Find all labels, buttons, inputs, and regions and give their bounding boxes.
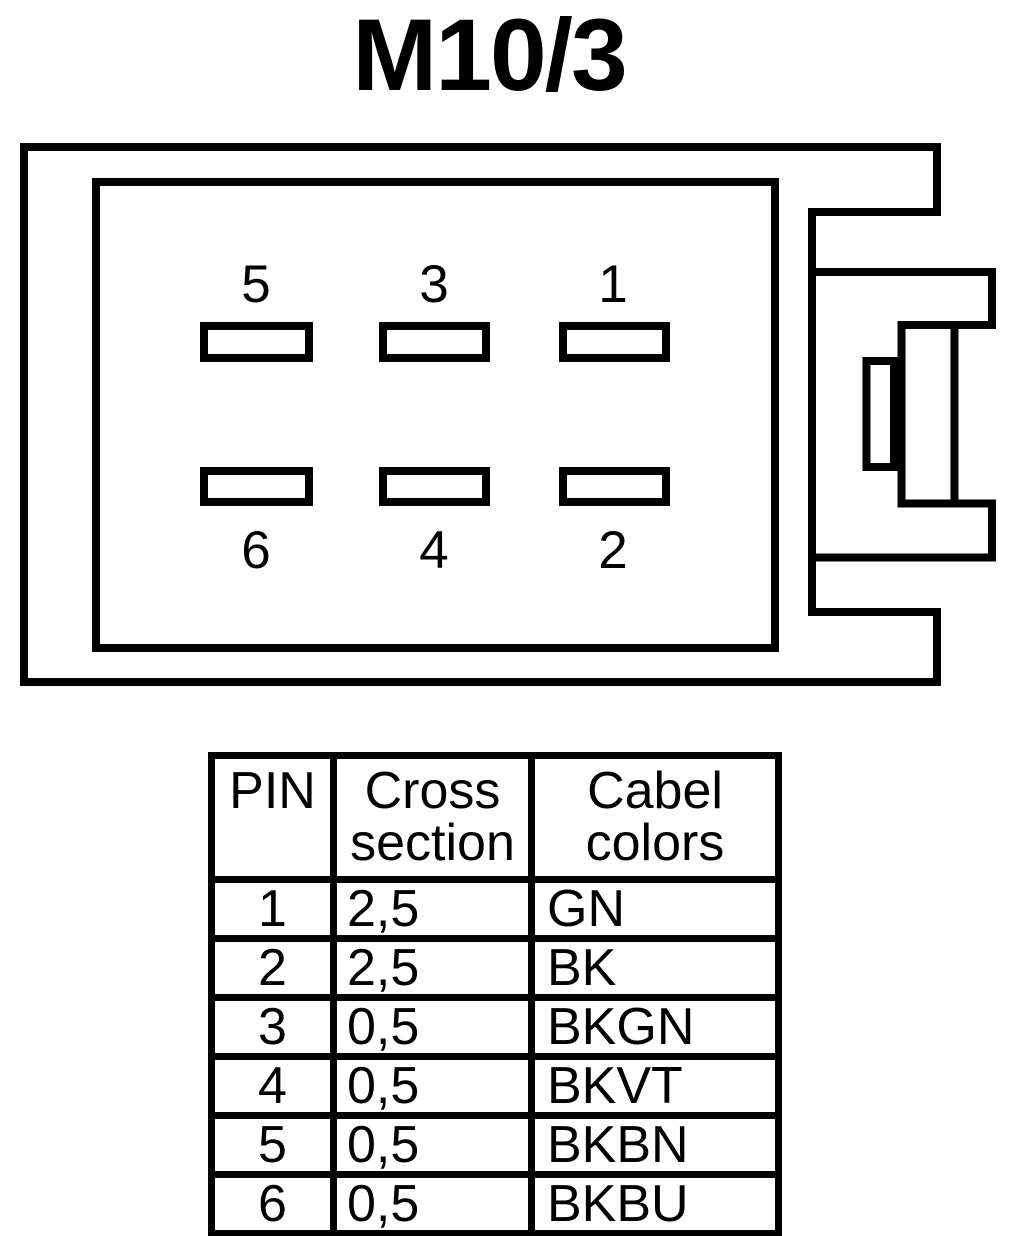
cell-cable-color: BKBU <box>528 1171 782 1236</box>
table-header-row: PIN Cross section Cabel colors <box>208 752 782 883</box>
cell-cross-section: 0,5 <box>330 1053 535 1119</box>
cell-cross-section: 0,5 <box>330 1112 535 1178</box>
pin-slot-2 <box>559 467 670 506</box>
cell-pin: 3 <box>208 994 337 1060</box>
pin-number-6: 6 <box>241 521 270 580</box>
cell-pin: 6 <box>208 1171 337 1236</box>
pin-table: PIN Cross section Cabel colors 1 2,5 GN … <box>208 752 782 1236</box>
cell-cable-color: BKGN <box>528 994 782 1060</box>
cell-cross-section: 0,5 <box>330 994 535 1060</box>
cell-cross-section: 0,5 <box>330 1171 535 1236</box>
latch-bar <box>897 321 959 508</box>
latch-step <box>862 357 898 471</box>
table-row: 6 0,5 BKBU <box>208 1171 782 1236</box>
cell-pin: 2 <box>208 935 337 1001</box>
pin-slot-5 <box>200 322 313 362</box>
diagram-title: M10/3 <box>352 0 628 112</box>
header-cable-colors: Cabel colors <box>528 752 782 883</box>
connector-housing-outline <box>20 143 941 686</box>
pin-number-3: 3 <box>419 255 448 314</box>
table-row: 3 0,5 BKGN <box>208 994 782 1060</box>
cell-pin: 1 <box>208 876 337 942</box>
table-row: 4 0,5 BKVT <box>208 1053 782 1119</box>
connector-diagram: 5 3 1 6 4 2 <box>20 143 996 686</box>
table-row: 1 2,5 GN <box>208 876 782 942</box>
table-row: 2 2,5 BK <box>208 935 782 1001</box>
cell-cross-section: 2,5 <box>330 876 535 942</box>
header-pin: PIN <box>208 752 337 883</box>
pin-number-4: 4 <box>419 521 448 580</box>
pin-slot-3 <box>379 322 490 362</box>
header-cross-section: Cross section <box>330 752 535 883</box>
pin-slot-6 <box>200 467 313 506</box>
cell-cable-color: BK <box>528 935 782 1001</box>
cell-cable-color: BKBN <box>528 1112 782 1178</box>
table-row: 5 0,5 BKBN <box>208 1112 782 1178</box>
pin-slot-4 <box>379 467 490 506</box>
cell-pin: 4 <box>208 1053 337 1119</box>
connector-face <box>92 178 779 652</box>
pin-number-1: 1 <box>598 255 627 314</box>
pin-slot-1 <box>559 322 670 362</box>
cell-cable-color: BKVT <box>528 1053 782 1119</box>
cell-cable-color: GN <box>528 876 782 942</box>
cell-cross-section: 2,5 <box>330 935 535 1001</box>
pin-number-2: 2 <box>598 521 627 580</box>
pin-number-5: 5 <box>241 255 270 314</box>
cell-pin: 5 <box>208 1112 337 1178</box>
